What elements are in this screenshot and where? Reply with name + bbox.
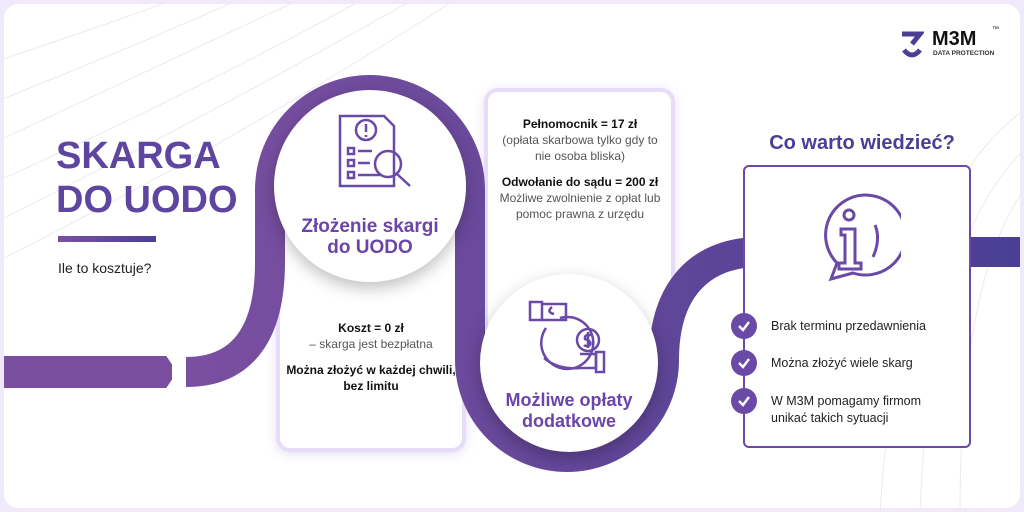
info-item: Brak terminu przedawnienia bbox=[731, 313, 926, 339]
step2-details: Pełnomocnik = 17 zł(opłata skarbowa tylk… bbox=[499, 117, 661, 221]
info-item: Można złożyć wiele skarg bbox=[731, 350, 913, 376]
title-underline bbox=[58, 236, 156, 242]
check-icon bbox=[731, 350, 757, 376]
info-heading: Co warto wiedzieć? bbox=[769, 132, 955, 154]
info-item: W M3M pomagamy firmom unikać takich sytu… bbox=[731, 388, 931, 427]
info-speech-icon bbox=[824, 193, 901, 282]
m3m-logo-icon bbox=[902, 31, 926, 58]
money-hand-icon bbox=[528, 300, 606, 374]
step1-details: Koszt = 0 zł– skarga jest bezpłatna Możn… bbox=[286, 321, 456, 393]
check-icon bbox=[731, 313, 757, 339]
info-card: Brak terminu przedawnienia Można złożyć … bbox=[731, 165, 971, 448]
document-search-icon bbox=[338, 114, 411, 188]
subtitle: Ile to kosztuje? bbox=[58, 260, 152, 276]
path-track bbox=[4, 75, 1020, 472]
check-icon bbox=[731, 388, 757, 414]
brand-logo: M3M ™ DATA PROTECTION bbox=[900, 26, 999, 67]
